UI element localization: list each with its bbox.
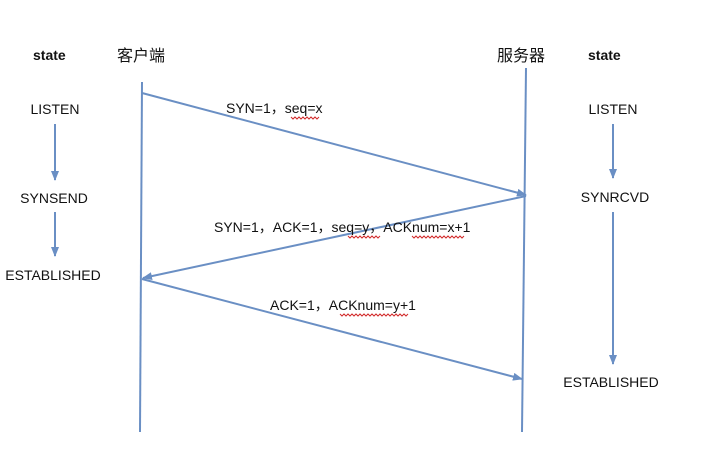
message-label-syn-ack: SYN=1，ACK=1，seq=y，ACKnum=x+1: [214, 219, 471, 235]
spellcheck-underline: [347, 235, 381, 239]
spellcheck-underline: [290, 116, 320, 120]
server-state-synrcvd: SYNRCVD: [581, 189, 649, 205]
client-state-listen: LISTEN: [30, 101, 79, 117]
client-title: 客户端: [117, 46, 165, 65]
client-state-header: state: [33, 47, 66, 63]
server-timeline: [521, 67, 527, 433]
spellcheck-underline: [411, 235, 465, 239]
server-state-listen: LISTEN: [588, 101, 637, 117]
server-title: 服务器: [497, 46, 545, 65]
server-state-established: ESTABLISHED: [563, 374, 658, 390]
client-timeline: [139, 81, 143, 433]
message-arrow-syn: [141, 92, 527, 197]
server-state-header: state: [588, 47, 621, 63]
message-arrow-syn-ack: [142, 195, 527, 281]
spellcheck-underline: [339, 313, 409, 317]
client-state-established: ESTABLISHED: [5, 267, 100, 283]
message-label-syn: SYN=1，seq=x: [226, 100, 323, 116]
message-arrow-ack: [141, 278, 523, 381]
message-label-ack: ACK=1，ACKnum=y+1: [270, 297, 416, 313]
client-state-synsend: SYNSEND: [20, 190, 88, 206]
